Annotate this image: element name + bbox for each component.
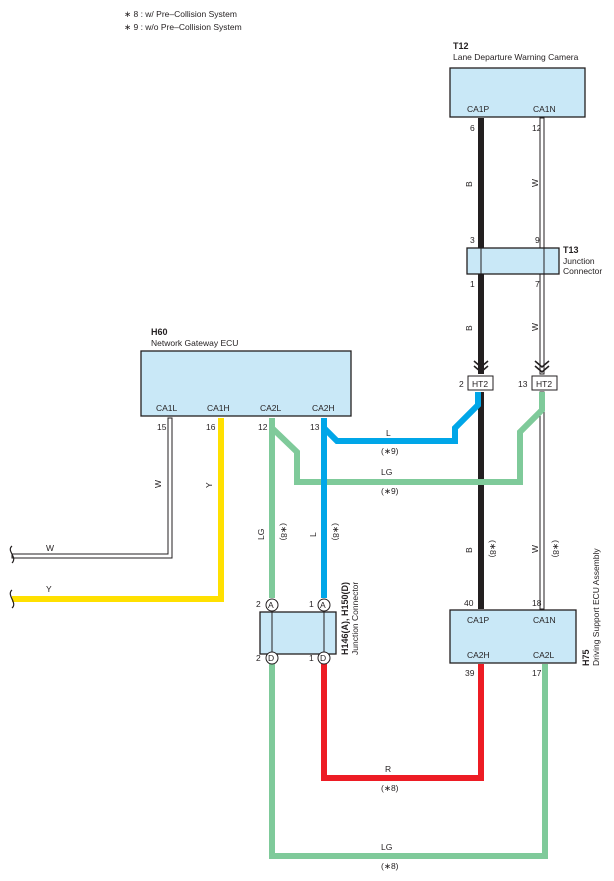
h75-name: Driving Support ECU Assembly xyxy=(591,548,601,666)
tag-8-r: (∗8) xyxy=(381,783,399,793)
wire-white-w xyxy=(539,117,545,610)
label-w-4: W xyxy=(46,543,54,553)
h75-pin-40: 40 xyxy=(464,598,474,608)
label-l-9: L xyxy=(386,428,391,438)
t13-pin-3: 3 xyxy=(470,235,475,245)
ht2-pin-2: 2 xyxy=(459,379,464,389)
t12-id: T12 xyxy=(453,41,469,51)
label-lg-8a: LG xyxy=(256,529,266,540)
label-w-2: W xyxy=(530,323,540,331)
h146-letter-a1: A xyxy=(268,600,274,610)
h75-id: H75 xyxy=(581,649,591,666)
h60-pin-ca1h: CA1H xyxy=(207,403,230,413)
h60-name: Network Gateway ECU xyxy=(151,338,238,348)
tag-9-l: (∗9) xyxy=(381,446,399,456)
t12-pin-ca1p: CA1P xyxy=(467,104,490,114)
label-w-5: W xyxy=(530,545,540,553)
label-w-3: W xyxy=(153,480,163,488)
h146-pin-d1: 1 xyxy=(309,653,314,663)
h146-name: Junction Connector xyxy=(350,582,360,655)
t13-name-2: Connector xyxy=(563,266,602,276)
break-mark-icon xyxy=(9,545,15,609)
t12-pin-ca1n: CA1N xyxy=(533,104,556,114)
chevron-down-icon xyxy=(473,360,550,374)
ht2-pin-13: 13 xyxy=(518,379,528,389)
h75-pin-17: 17 xyxy=(532,668,542,678)
ht2-label-left: HT2 xyxy=(472,379,488,389)
h60-pin-ca2h: CA2H xyxy=(312,403,335,413)
t13-pin-9: 9 xyxy=(535,235,540,245)
t13-junction-connector: 3 9 T13 Junction Connector 1 7 xyxy=(466,235,602,289)
ht2-label-right: HT2 xyxy=(536,379,552,389)
h60-id: H60 xyxy=(151,327,168,337)
label-r: R xyxy=(385,764,391,774)
h75-pin-ca1n: CA1N xyxy=(533,615,556,625)
h60-pin-ca2l: CA2L xyxy=(260,403,282,413)
h60-pin-16: 16 xyxy=(206,422,216,432)
h146-pin-a2: 2 xyxy=(256,599,261,609)
t13-name-1: Junction xyxy=(563,256,595,266)
label-l-8: L xyxy=(308,532,318,537)
h75-pin-ca2h: CA2H xyxy=(467,650,490,660)
label-w-1: W xyxy=(530,179,540,187)
h60-gateway-ecu: H60 Network Gateway ECU CA1L CA1H CA2L C… xyxy=(140,327,352,432)
tag-8-lg-a: (∗8) xyxy=(279,523,289,541)
label-b-1: B xyxy=(464,181,474,187)
t13-pin-1: 1 xyxy=(470,279,475,289)
h146-pin-d2: 2 xyxy=(256,653,261,663)
h60-pin-ca1l: CA1L xyxy=(156,403,178,413)
tag-8-w: (∗8) xyxy=(551,540,561,558)
h60-pin-13: 13 xyxy=(310,422,320,432)
label-y-2: Y xyxy=(46,584,52,594)
tag-9-lg: (∗9) xyxy=(381,486,399,496)
wire-red-r xyxy=(321,664,484,781)
note-no-pcs: ∗ 9 : w/o Pre–Collision System xyxy=(124,22,242,32)
label-b-2: B xyxy=(464,325,474,331)
h146-junction-connector: 2 A 1 A 2 D 1 D H146(A), H150(D) Junctio… xyxy=(256,582,360,665)
t13-pin-7: 7 xyxy=(535,279,540,289)
wire-yellow-y xyxy=(12,418,224,602)
note-pcs: ∗ 8 : w/ Pre–Collision System xyxy=(124,9,237,19)
h75-pin-18: 18 xyxy=(532,598,542,608)
wire-green-lg-8b xyxy=(269,664,548,859)
t12-pin-12: 12 xyxy=(532,123,542,133)
tag-8-lg-b: (∗8) xyxy=(381,861,399,871)
t12-camera: T12 Lane Departure Warning Camera CA1P C… xyxy=(449,41,586,118)
label-y-1: Y xyxy=(204,482,214,488)
h146-letter-a2: A xyxy=(320,600,326,610)
h146-letter-d2: D xyxy=(320,653,326,663)
t12-pin-6: 6 xyxy=(470,123,475,133)
tag-8-l: (∗8) xyxy=(331,523,341,541)
h60-pin-15: 15 xyxy=(157,422,167,432)
label-b-3: B xyxy=(464,547,474,553)
h75-pin-ca1p: CA1P xyxy=(467,615,490,625)
tag-8-b: (∗8) xyxy=(488,540,498,558)
label-lg-8b: LG xyxy=(381,842,392,852)
label-lg-9: LG xyxy=(381,467,392,477)
ht2-connector: 2 HT2 13 HT2 xyxy=(459,375,558,391)
h75-pin-ca2l: CA2L xyxy=(533,650,555,660)
h146-pin-a1: 1 xyxy=(309,599,314,609)
h146-id: H146(A), H150(D) xyxy=(340,582,350,655)
t13-id: T13 xyxy=(563,245,579,255)
t12-name: Lane Departure Warning Camera xyxy=(453,52,579,62)
h75-driving-support-ecu: 40 18 CA1P CA1N CA2H CA2L 39 17 H75 Driv… xyxy=(449,548,601,678)
h75-pin-39: 39 xyxy=(465,668,475,678)
wire-white-w2 xyxy=(11,417,173,559)
wire-green-lg-9 xyxy=(269,392,545,485)
h60-pin-12: 12 xyxy=(258,422,268,432)
h146-letter-d1: D xyxy=(268,653,274,663)
